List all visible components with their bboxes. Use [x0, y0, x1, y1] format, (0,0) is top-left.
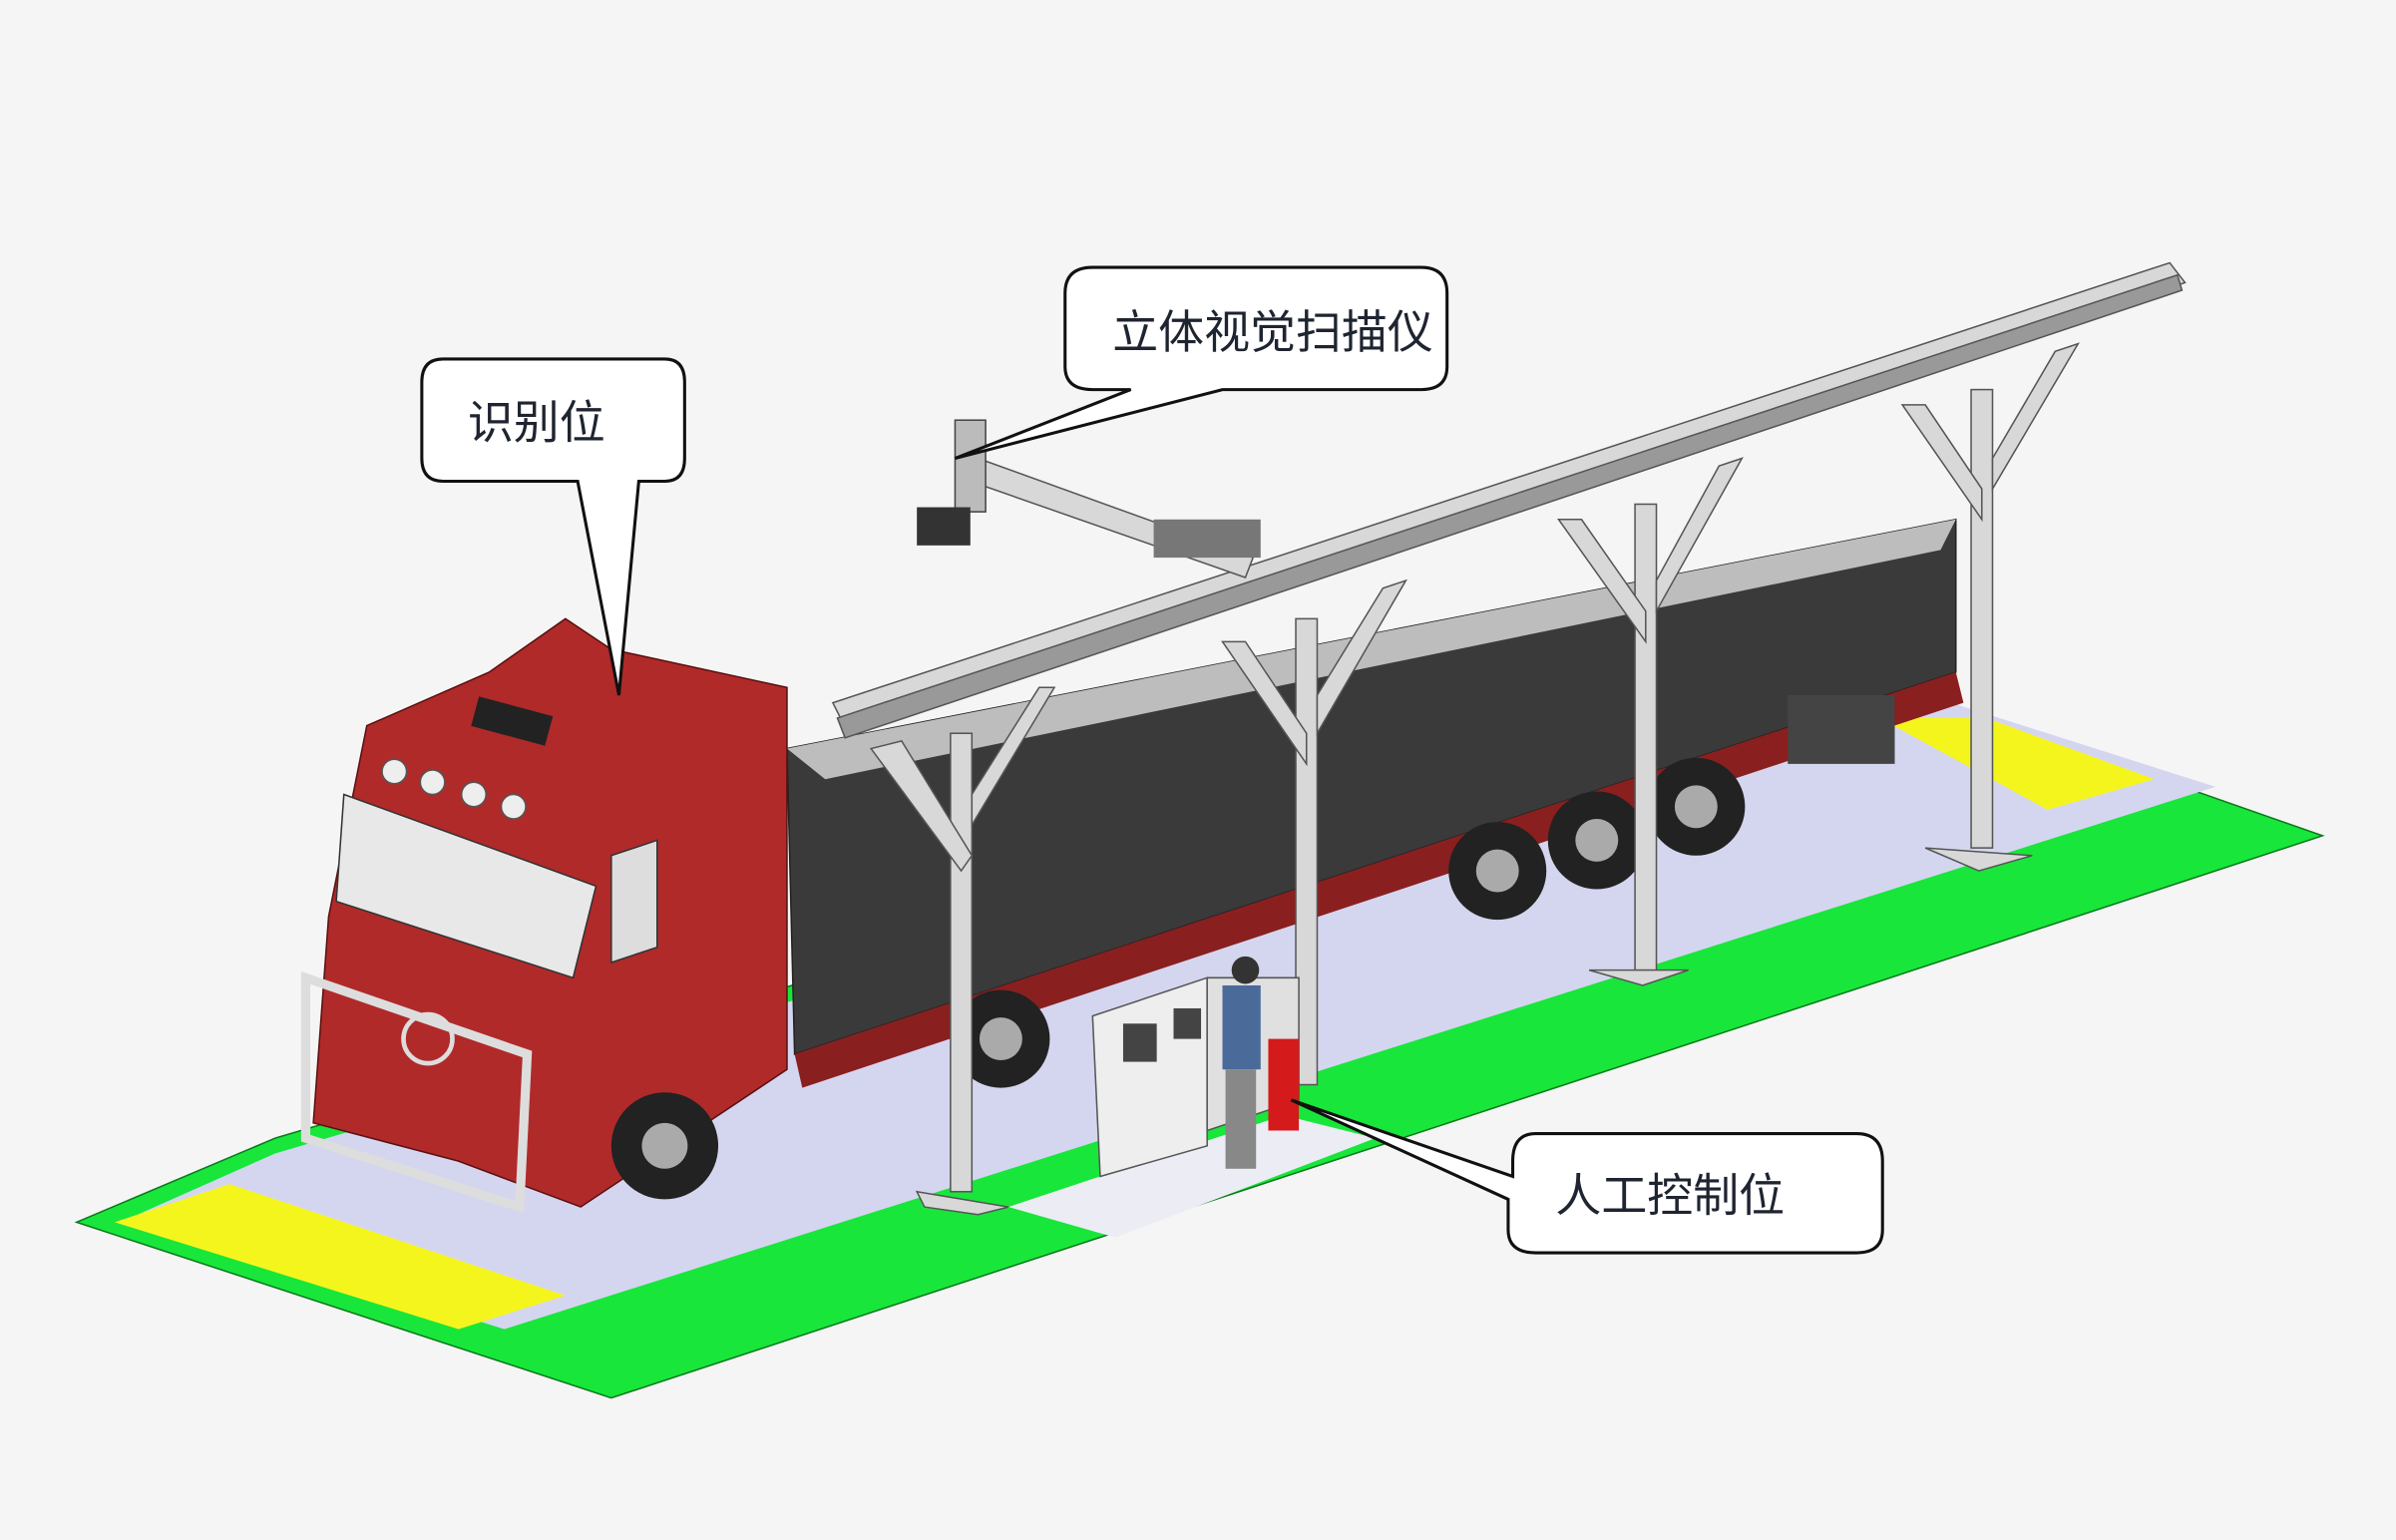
yellow-pad-front [114, 1184, 566, 1330]
callout-manual-control: 人工控制位 [1290, 1098, 1884, 1255]
callout-label: 立体视觉扫描仪 [1112, 305, 1433, 359]
control-console [1091, 956, 1300, 1178]
truck-cab [300, 617, 788, 1214]
callout-recognition: 识别位 [420, 357, 686, 696]
yellow-pad-rear [1879, 717, 2155, 810]
callout-label: 识别位 [468, 396, 605, 450]
callout-scanner: 立体视觉扫描仪 [954, 265, 1449, 461]
stereo-vision-scanner [917, 419, 1261, 578]
callout-label: 人工控制位 [1555, 1169, 1785, 1223]
trailer [786, 518, 1964, 1088]
gantry-frame [831, 261, 2187, 1216]
